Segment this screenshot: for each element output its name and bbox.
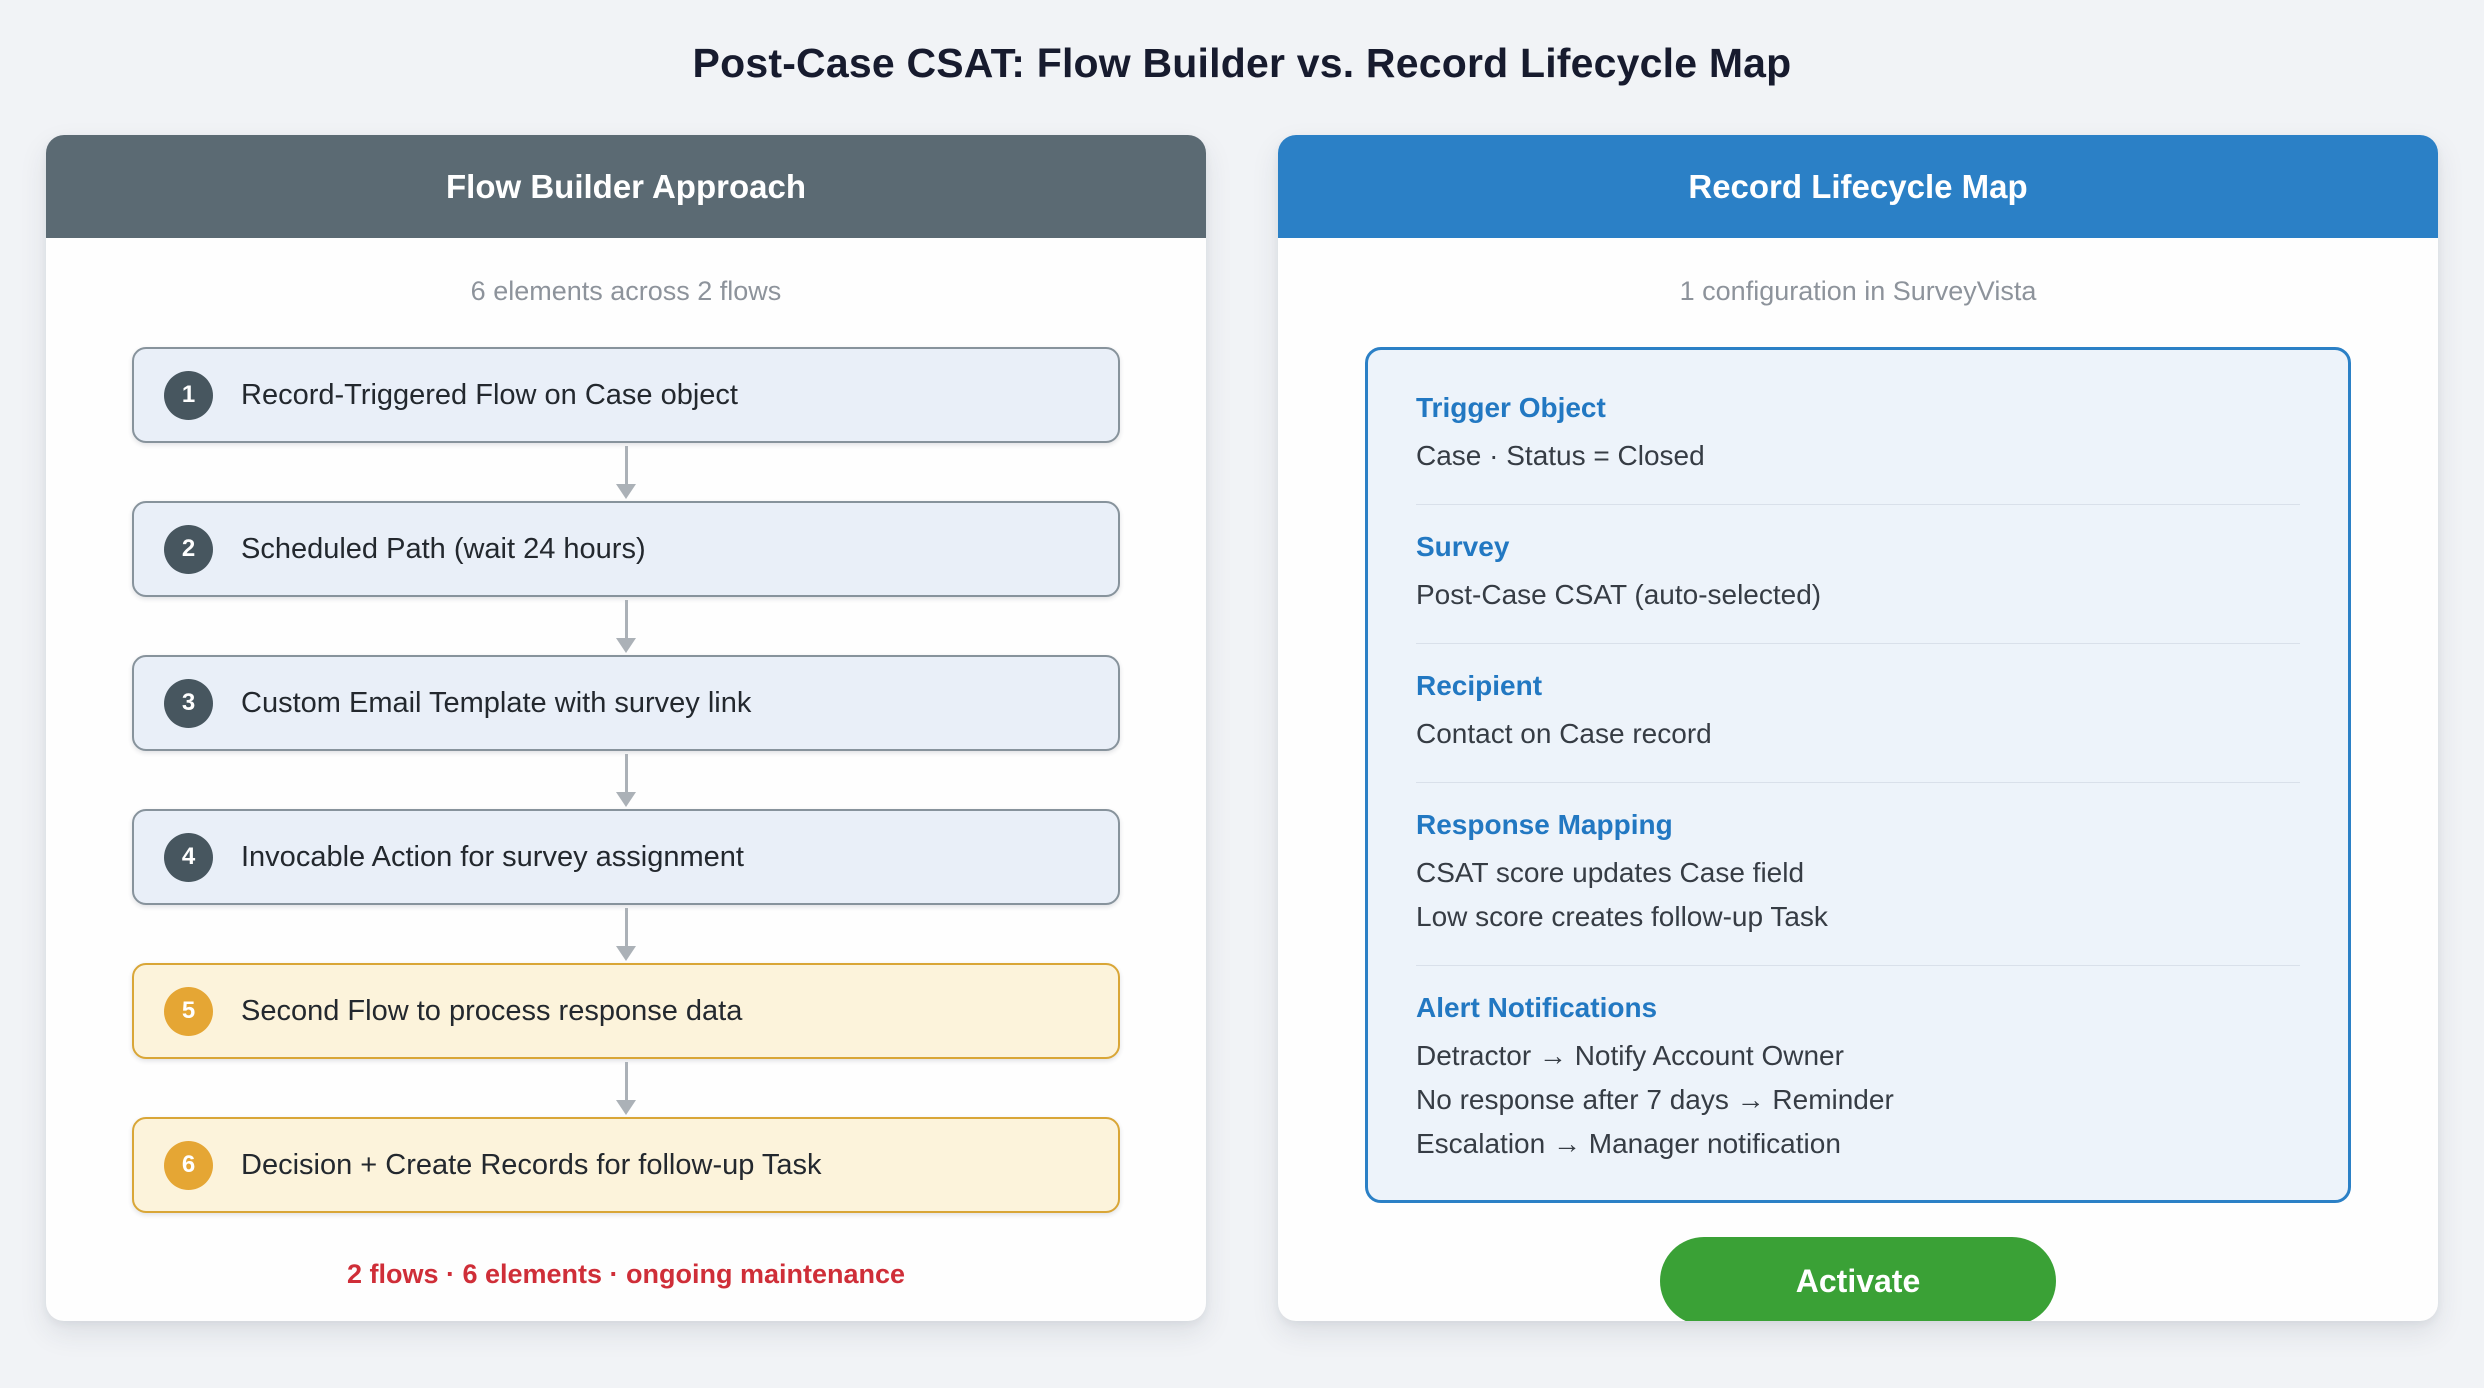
step-label: Invocable Action for survey assignment (241, 840, 744, 873)
lifecycle-panel: Record Lifecycle Map 1 configuration in … (1278, 135, 2438, 1321)
config-section-lines: CSAT score updates Case field Low score … (1416, 851, 2300, 939)
arrow-down-icon (132, 1059, 1120, 1117)
config-section-lines: Contact on Case record (1416, 712, 2300, 756)
step-label: Custom Email Template with survey link (241, 686, 752, 719)
step-number-badge: 2 (164, 524, 213, 574)
config-section-line: Detractor → Notify Account Owner (1416, 1040, 1844, 1071)
arrow-down-icon (132, 905, 1120, 963)
config-section-lines: Case · Status = Closed (1416, 434, 2300, 478)
lifecycle-config-box: Trigger Object Case · Status = Closed Su… (1365, 347, 2351, 1203)
config-section-lines: Detractor → Notify Account Owner No resp… (1416, 1034, 2300, 1166)
step-label: Record-Triggered Flow on Case object (241, 378, 738, 411)
config-section: Recipient Contact on Case record (1416, 643, 2300, 756)
arrow-down-icon (132, 597, 1120, 655)
config-section-heading: Response Mapping (1416, 809, 1673, 840)
config-section: Survey Post-Case CSAT (auto-selected) (1416, 504, 2300, 617)
flow-step: 1 Record-Triggered Flow on Case object (132, 347, 1120, 443)
config-section-lines: Post-Case CSAT (auto-selected) (1416, 573, 2300, 617)
step-label: Decision + Create Records for follow-up … (241, 1148, 822, 1181)
flow-step: 5 Second Flow to process response data (132, 963, 1120, 1059)
config-section: Response Mapping CSAT score updates Case… (1416, 782, 2300, 939)
config-section-heading: Alert Notifications (1416, 992, 1658, 1023)
config-section-line: Contact on Case record (1416, 718, 1712, 749)
config-section-heading: Recipient (1416, 670, 1543, 701)
step-number-badge: 3 (164, 678, 213, 728)
arrow-down-icon (132, 751, 1120, 809)
flow-builder-subtitle: 6 elements across 2 flows (470, 276, 782, 306)
config-section: Alert Notifications Detractor → Notify A… (1416, 965, 2300, 1166)
flow-step: 2 Scheduled Path (wait 24 hours) (132, 501, 1120, 597)
step-label: Second Flow to process response data (241, 994, 743, 1027)
config-section-line: CSAT score updates Case field (1416, 857, 1805, 888)
flow-step: 4 Invocable Action for survey assignment (132, 809, 1120, 905)
lifecycle-header: Record Lifecycle Map (1278, 135, 2438, 238)
comparison-panels: Flow Builder Approach 6 elements across … (0, 135, 2484, 1321)
flow-steps-list: 1 Record-Triggered Flow on Case object 2… (46, 347, 1206, 1213)
config-section-line: Escalation → Manager notification (1416, 1128, 1841, 1159)
step-number-badge: 1 (164, 370, 213, 420)
step-number-badge: 6 (164, 1140, 213, 1190)
config-section-line: Post-Case CSAT (auto-selected) (1416, 579, 1822, 610)
step-number-badge: 5 (164, 986, 213, 1036)
flow-builder-header: Flow Builder Approach (46, 135, 1206, 238)
arrow-down-icon (132, 443, 1120, 501)
config-section-line: No response after 7 days → Reminder (1416, 1084, 1894, 1115)
flow-summary: 2 flows · 6 elements · ongoing maintenan… (346, 1259, 906, 1289)
config-section: Trigger Object Case · Status = Closed (1416, 392, 2300, 478)
flow-step: 6 Decision + Create Records for follow-u… (132, 1117, 1120, 1213)
page-title: Post-Case CSAT: Flow Builder vs. Record … (692, 40, 1792, 86)
config-section-heading: Survey (1416, 531, 1510, 562)
flow-builder-panel: Flow Builder Approach 6 elements across … (46, 135, 1206, 1321)
lifecycle-subtitle: 1 configuration in SurveyVista (1679, 276, 2037, 306)
config-section-line: Low score creates follow-up Task (1416, 901, 1828, 932)
step-number-badge: 4 (164, 832, 213, 882)
flow-step: 3 Custom Email Template with survey link (132, 655, 1120, 751)
config-section-line: Case · Status = Closed (1416, 440, 1705, 471)
activate-button[interactable]: Activate (1660, 1237, 2056, 1321)
step-label: Scheduled Path (wait 24 hours) (241, 532, 646, 565)
config-section-heading: Trigger Object (1416, 392, 1606, 423)
